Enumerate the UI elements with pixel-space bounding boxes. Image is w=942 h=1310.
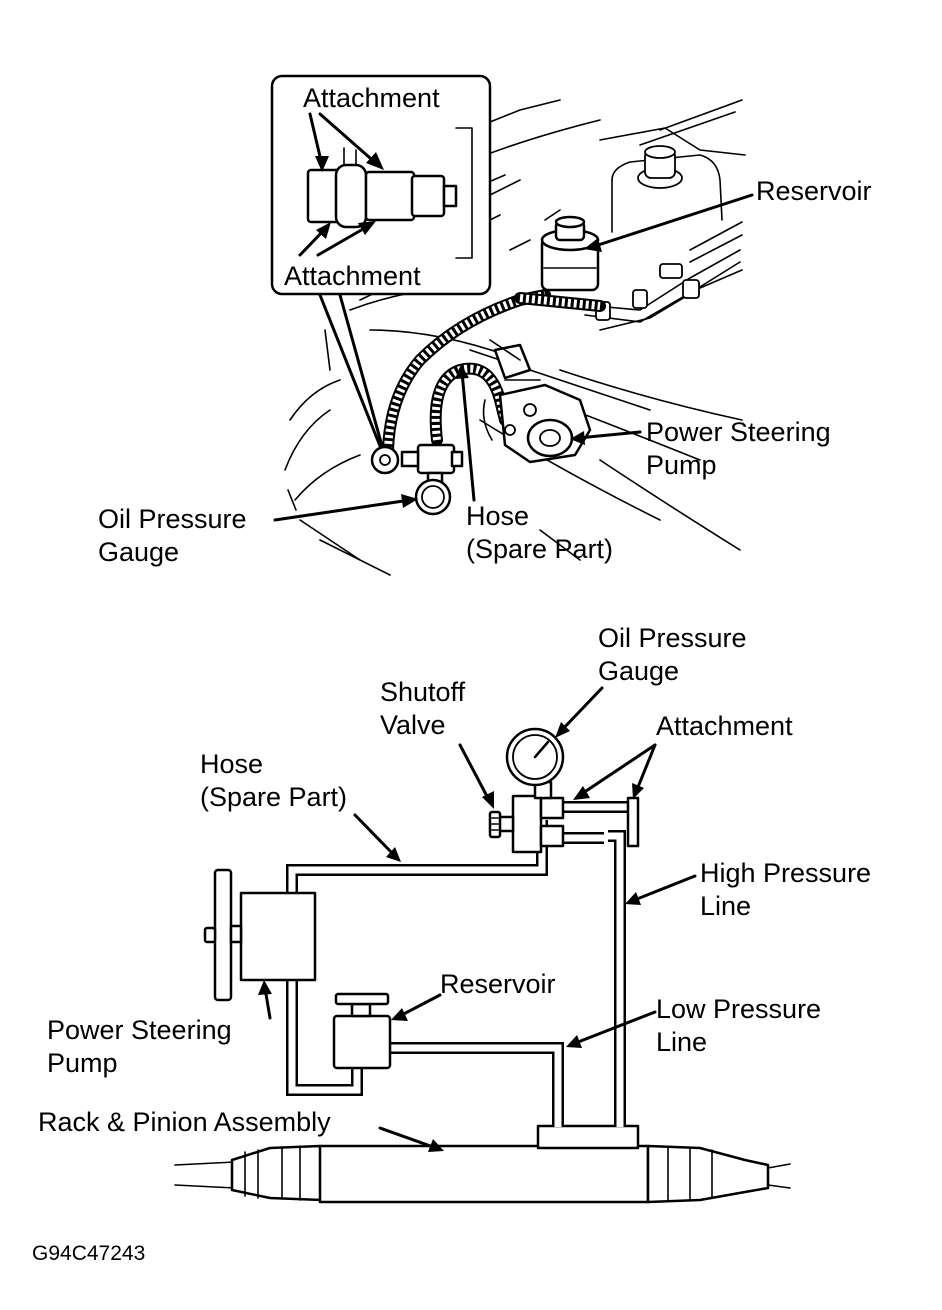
reservoir-tank [540, 215, 600, 292]
label-high-pressure-line: High Pressure Line [700, 857, 871, 923]
power-steering-pump-drawing [482, 339, 592, 464]
schematic-pump [203, 868, 317, 1002]
fender-outline [284, 99, 743, 576]
label-line: Line [656, 1027, 708, 1057]
engine-block [599, 99, 746, 233]
label-line: (Spare Part) [200, 782, 348, 812]
label-attachment-schematic: Attachment [656, 711, 793, 741]
label-line: Hose [200, 749, 264, 779]
label-line: Oil Pressure [98, 504, 247, 534]
top-leader-lines [273, 112, 754, 522]
label-line: Pump [646, 450, 717, 480]
label-line: Power Steering [47, 1015, 232, 1045]
gauge-tee-fitting [488, 727, 640, 854]
label-line: Gauge [98, 537, 180, 567]
label-reservoir-schematic: Reservoir [440, 969, 556, 999]
hydraulic-schematic [174, 686, 791, 1204]
schematic-leader-lines [258, 686, 697, 1152]
return-pipes [584, 221, 743, 331]
figure-code: G94C47243 [32, 1242, 146, 1265]
schematic-pipes [286, 801, 628, 1127]
schematic-reservoir [332, 992, 392, 1070]
label-attachment-upper: Attachment [303, 83, 440, 113]
label-line: Oil Pressure [598, 623, 747, 653]
attachment-inset [270, 74, 492, 296]
label-attachment-lower: Attachment [284, 261, 421, 291]
label-line: Power Steering [646, 417, 831, 447]
label-line: Gauge [598, 656, 680, 686]
label-line: Hose [466, 501, 530, 531]
label-line: (Spare Part) [466, 534, 614, 564]
label-low-pressure-line: Low Pressure Line [656, 993, 821, 1059]
label-hose-spare-part-schematic: Hose (Spare Part) [200, 748, 347, 814]
label-line: Line [700, 891, 752, 921]
label-line: High Pressure [700, 858, 872, 888]
label-oil-pressure-gauge-top: Oil Pressure Gauge [98, 503, 247, 569]
rack-pinion-housing [174, 1124, 791, 1204]
engine-bay-illustration [270, 74, 754, 576]
label-hose-spare-part-top: Hose (Spare Part) [466, 500, 613, 566]
label-power-steering-pump-schematic: Power Steering Pump [47, 1014, 232, 1080]
gauge-assembly-drawing [370, 443, 464, 516]
label-line: Low Pressure [656, 994, 822, 1024]
label-line: Shutoff [380, 677, 466, 707]
label-power-steering-pump-top: Power Steering Pump [646, 416, 831, 482]
label-reservoir-top: Reservoir [756, 176, 872, 206]
label-shutoff-valve: Shutoff Valve [380, 676, 465, 742]
label-oil-pressure-gauge-schematic: Oil Pressure Gauge [598, 622, 747, 688]
label-line: Pump [47, 1048, 118, 1078]
label-rack-pinion-assembly: Rack & Pinion Assembly [38, 1107, 331, 1137]
label-line: Valve [380, 710, 446, 740]
